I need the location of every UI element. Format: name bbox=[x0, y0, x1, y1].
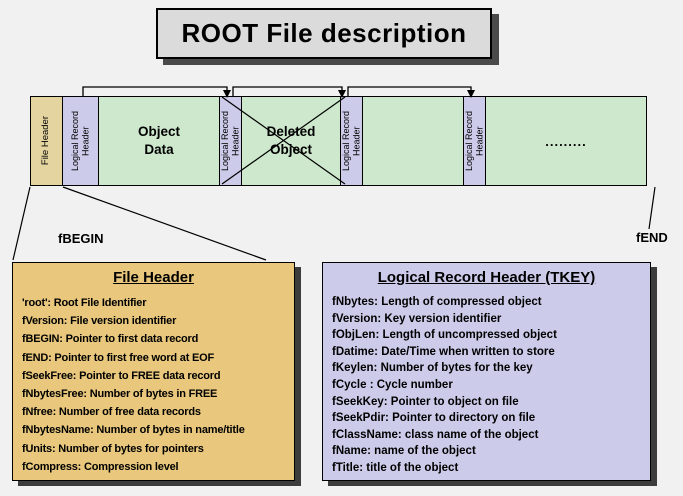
record-header-strip-label: Logical Record Header bbox=[341, 110, 362, 172]
field-row: fObjLen: Length of uncompressed object bbox=[332, 329, 557, 342]
record-header-strip-1: Logical Record Header bbox=[62, 96, 99, 186]
field-row: fNfree: Number of free data records bbox=[22, 406, 201, 419]
zoom-line-left-inner bbox=[62, 186, 267, 261]
field-row: 'root': Root File Identifier bbox=[22, 297, 147, 309]
field-row: fKeylen: Number of bytes for the key bbox=[332, 362, 533, 375]
field-row: fSeekPdir: Pointer to directory on file bbox=[332, 412, 536, 425]
record-header-strip-label: Logical Record Header bbox=[220, 110, 241, 172]
zoom-line-right bbox=[648, 186, 656, 230]
record-header-strip-3: Logical Record Header bbox=[340, 96, 363, 186]
deleted-object-label: Deleted Object bbox=[266, 123, 316, 157]
field-row: fBEGIN: Pointer to first data record bbox=[22, 333, 199, 346]
file-structure-band: File Header Logical Record Header Object… bbox=[30, 96, 647, 186]
zoom-line-left-outer bbox=[12, 186, 31, 261]
field-row: fClassName: class name of the object bbox=[332, 428, 539, 441]
record-span-arrow-1 bbox=[82, 86, 228, 96]
field-row: fSeekKey: Pointer to object on file bbox=[332, 395, 519, 408]
field-row: fNbytesName: Number of bytes in name/tit… bbox=[22, 424, 245, 437]
record-header-strip-4: Logical Record Header bbox=[463, 96, 486, 186]
page-title: ROOT File description bbox=[181, 18, 467, 48]
field-row: fUnits: Number of bytes for pointers bbox=[22, 442, 204, 455]
record-header-strip-2: Logical Record Header bbox=[219, 96, 242, 186]
diagram-title-box: ROOT File description bbox=[156, 8, 492, 59]
field-row: fDatime: Date/Time when written to store bbox=[332, 345, 555, 358]
field-row: fNbytes: Length of compressed object bbox=[332, 296, 542, 308]
fend-label: fEND bbox=[636, 230, 668, 245]
record-span-arrow-2 bbox=[232, 86, 343, 96]
object-data-segment: Object Data bbox=[98, 96, 220, 186]
record-header-strip-label: Logical Record Header bbox=[464, 110, 485, 172]
continuation-segment: ......... bbox=[485, 96, 647, 186]
field-row: fName: name of the object bbox=[332, 445, 476, 458]
record-span-arrow-3 bbox=[347, 86, 472, 96]
file-header-strip-label: File Header bbox=[40, 116, 52, 166]
record-header-box-title: Logical Record Header (TKEY) bbox=[377, 269, 596, 286]
field-row: fEND: Pointer to first free word at EOF bbox=[22, 351, 215, 364]
field-row: fTitle: title of the object bbox=[332, 461, 459, 474]
file-header-field-list: 'root': Root File Identifier fVersion: F… bbox=[13, 286, 294, 476]
fbegin-label: fBEGIN bbox=[58, 231, 104, 246]
field-row: fVersion: Key version identifier bbox=[332, 312, 502, 325]
file-header-box: File Header 'root': Root File Identifier… bbox=[12, 262, 295, 481]
record-header-strip-label: Logical Record Header bbox=[70, 110, 91, 172]
continuation-dots: ......... bbox=[545, 133, 587, 149]
deleted-object-segment: Deleted Object bbox=[241, 96, 341, 186]
field-row: fCompress: Compression level bbox=[22, 460, 179, 473]
record-header-field-list: fNbytes: Length of compressed object fVe… bbox=[323, 286, 650, 477]
field-row: fCycle : Cycle number bbox=[332, 378, 453, 391]
free-space-segment bbox=[362, 96, 464, 186]
record-header-box: Logical Record Header (TKEY) fNbytes: Le… bbox=[322, 262, 651, 481]
field-row: fSeekFree: Pointer to FREE data record bbox=[22, 369, 221, 382]
file-header-box-title: File Header bbox=[113, 269, 194, 286]
field-row: fVersion: File version identifier bbox=[22, 315, 177, 328]
object-data-label: Object Data bbox=[137, 123, 180, 157]
field-row: fNbytesFree: Number of bytes in FREE bbox=[22, 388, 218, 401]
file-header-strip: File Header bbox=[30, 96, 63, 186]
